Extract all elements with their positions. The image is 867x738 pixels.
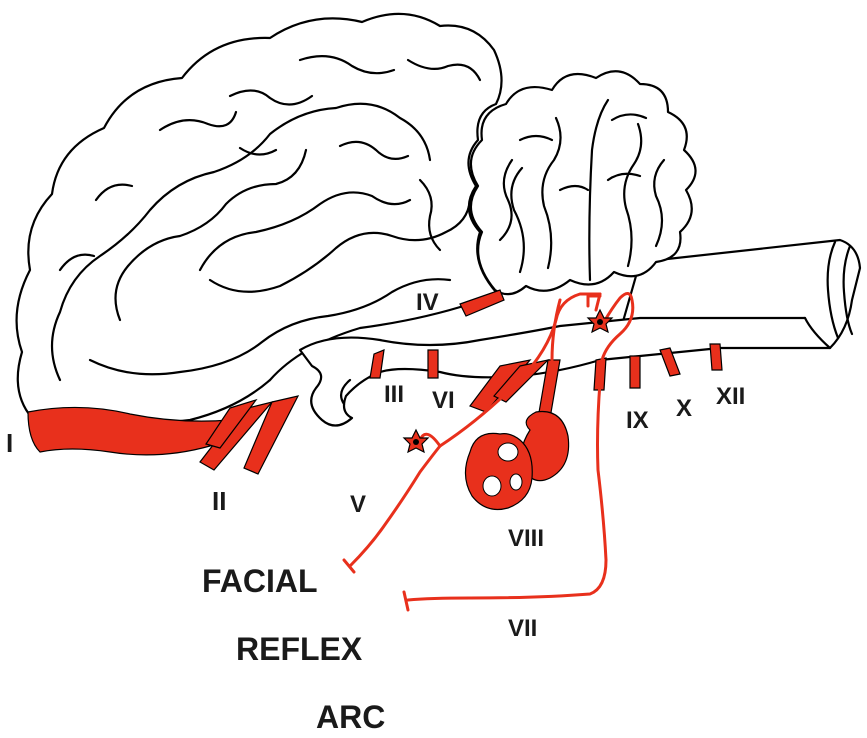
- label-cn10: X: [676, 395, 692, 422]
- oculomotor-nerve: [369, 349, 385, 379]
- trochlear-nerve: [459, 289, 505, 317]
- caption-line-1: FACIAL: [202, 563, 318, 599]
- label-cn3: III: [384, 381, 404, 408]
- vagus-nerve-1: [629, 355, 641, 389]
- hypoglossal-nerve: [709, 343, 723, 371]
- optic-nerve: [199, 395, 300, 475]
- vagus-nerve-2: [659, 347, 681, 377]
- label-cn2: II: [212, 486, 226, 516]
- label-cn9: IX: [626, 407, 649, 434]
- label-cn12: XII: [716, 383, 745, 410]
- caption-line-2: REFLEX: [236, 631, 363, 667]
- trigeminal-ganglion-icon: [402, 428, 430, 454]
- inner-ear: [464, 359, 570, 511]
- olfactory-nerve: [27, 406, 233, 456]
- abducens-nerve: [427, 349, 439, 379]
- label-cn4: IV: [416, 289, 439, 316]
- label-cn7: VII: [508, 615, 537, 642]
- cerebrum: [15, 12, 503, 426]
- label-cn6: VI: [432, 387, 455, 414]
- reflex-arc-pathway: [342, 292, 635, 612]
- cerebellum: [469, 70, 697, 296]
- label-cn8: VIII: [508, 525, 544, 552]
- label-cn5: V: [350, 491, 366, 518]
- caption-line-3: ARC: [316, 699, 385, 735]
- label-cn1: I: [6, 428, 13, 458]
- nucleus-star-icon: [586, 308, 614, 334]
